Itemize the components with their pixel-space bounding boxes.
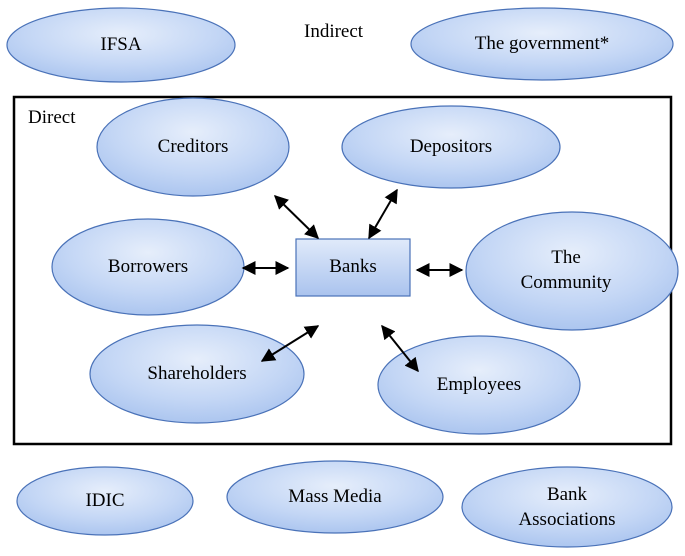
mass-media-ellipse (226, 460, 444, 534)
government-ellipse (410, 7, 674, 81)
borrowers-ellipse (51, 218, 245, 316)
shareholders-ellipse (89, 324, 305, 424)
employees-ellipse (377, 335, 581, 435)
creditors-ellipse (96, 97, 290, 197)
arrow-banks-shareholders (260, 325, 320, 362)
idic-ellipse (16, 466, 194, 536)
arrow-banks-creditors (273, 195, 320, 239)
ifsa-ellipse (6, 7, 236, 83)
direct-label: Direct (28, 107, 76, 128)
arrow-banks-employees (381, 324, 419, 373)
arrow-banks-depositors (368, 188, 398, 240)
indirect-label: Indirect (304, 21, 364, 42)
banks-box (295, 238, 411, 297)
bank-associations-ellipse (461, 466, 673, 548)
community-ellipse (465, 211, 679, 331)
depositors-ellipse (341, 105, 561, 189)
